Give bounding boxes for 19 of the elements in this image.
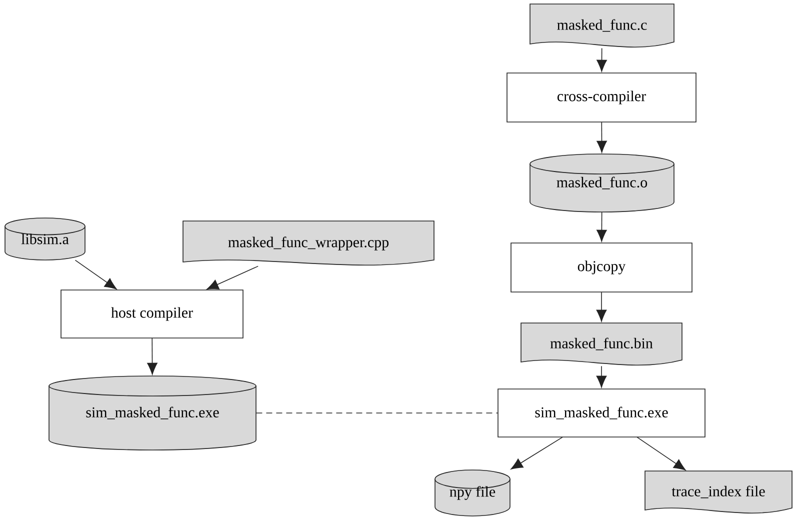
arrow — [206, 266, 259, 290]
file-cylinder: npy file — [434, 470, 510, 516]
arrow — [596, 212, 607, 242]
file-cylinder: libsim.a — [4, 218, 86, 260]
arrow — [596, 48, 607, 72]
process-box: host compiler — [60, 290, 244, 338]
arrow — [147, 338, 158, 375]
arrow — [74, 260, 117, 290]
file-cylinder: sim_masked_func.exe — [48, 376, 256, 450]
arrow — [596, 122, 607, 153]
arrow — [510, 436, 563, 470]
arrow — [596, 366, 607, 388]
arrow — [636, 436, 686, 470]
process-box: cross-compiler — [506, 72, 696, 122]
file-cylinder: masked_func.o — [530, 154, 674, 212]
process-box: objcopy — [510, 242, 692, 292]
arrow — [596, 292, 607, 322]
dashed-line — [256, 412, 498, 414]
process-box: sim_masked_func.exe — [498, 388, 706, 438]
